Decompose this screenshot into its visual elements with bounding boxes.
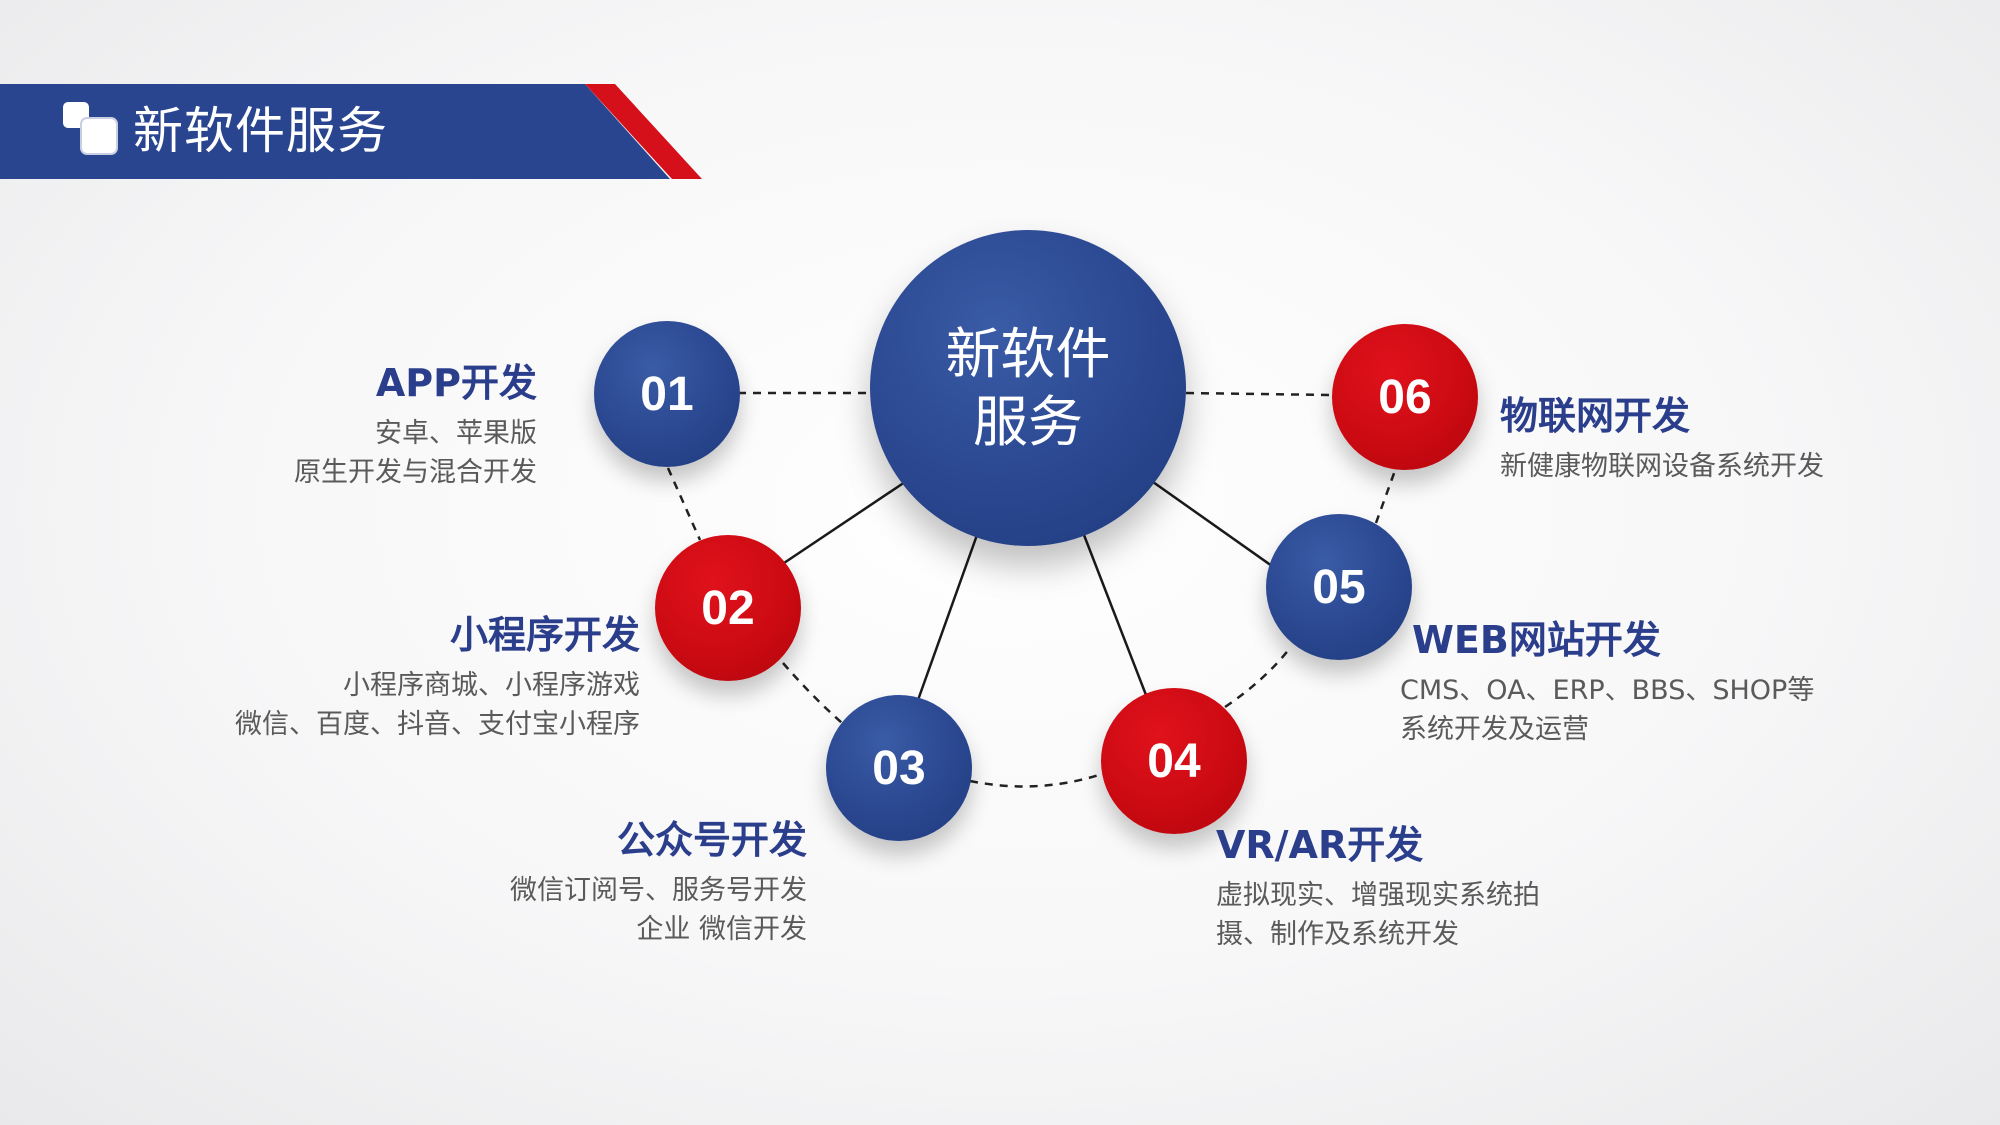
node-circle-04: 04 [1101, 688, 1247, 834]
node-circle-03: 03 [826, 695, 972, 841]
dashed-link-01-02 [666, 467, 702, 541]
node-title-01: APP开发 [375, 361, 537, 405]
solid-link-center-02 [783, 480, 906, 565]
node-desc-03b: 企业 微信开发 [636, 914, 807, 945]
dashed-link-05-06 [1374, 464, 1399, 524]
dashed-link-02-03 [782, 662, 851, 731]
node-number-01: 01 [640, 367, 694, 421]
node-number-04: 04 [1147, 734, 1201, 788]
center-label-line2: 服务 [972, 390, 1083, 454]
node-desc-05a: CMS、OA、ERP、BBS、SHOP等 [1400, 675, 1815, 706]
node-circle-02: 02 [655, 535, 801, 681]
node-number-03: 03 [872, 741, 926, 795]
node-circle-06: 06 [1332, 324, 1478, 470]
dashed-link-03-04 [969, 771, 1106, 788]
node-desc-04a: 虚拟现实、增强现实系统拍 [1216, 880, 1540, 911]
banner-logo-icon [63, 102, 119, 156]
node-number-05: 05 [1312, 560, 1366, 614]
node-desc-02a: 小程序商城、小程序游戏 [343, 670, 640, 701]
node-circle-01: 01 [594, 321, 740, 467]
solid-link-center-05 [1152, 480, 1273, 568]
node-label-04: VR/AR开发 虚拟现实、增强现实系统拍 摄、制作及系统开发 [1216, 822, 1540, 954]
node-number-06: 06 [1378, 370, 1432, 424]
node-number-02: 02 [701, 581, 755, 635]
node-desc-06a: 新健康物联网设备系统开发 [1500, 451, 1824, 482]
node-label-05: WEB网站开发 CMS、OA、ERP、BBS、SHOP等 系统开发及运营 [1400, 617, 1814, 749]
node-desc-02b: 微信、百度、抖音、支付宝小程序 [235, 709, 640, 740]
node-label-01: APP开发 安卓、苹果版 原生开发与混合开发 [294, 360, 537, 492]
node-desc-05b: 系统开发及运营 [1400, 714, 1589, 745]
node-title-05: WEB网站开发 [1412, 618, 1661, 662]
node-desc-03a: 微信订阅号、服务号开发 [510, 875, 807, 906]
header-banner [0, 84, 705, 179]
dashed-link-center-06 [1185, 391, 1333, 397]
center-label-line1: 新软件 [945, 322, 1111, 386]
node-title-02: 小程序开发 [449, 613, 640, 657]
center-circle: 新软件 服务 [870, 230, 1186, 546]
node-desc-01a: 安卓、苹果版 [375, 418, 537, 449]
solid-link-center-03 [916, 534, 979, 701]
node-title-06: 物联网开发 [1500, 394, 1691, 438]
page-title: 新软件服务 [133, 102, 388, 160]
node-circle-05: 05 [1266, 514, 1412, 660]
node-title-03: 公众号开发 [616, 818, 807, 862]
node-label-03: 公众号开发 微信订阅号、服务号开发 企业 微信开发 [510, 817, 807, 949]
node-desc-04b: 摄、制作及系统开发 [1216, 919, 1459, 950]
node-label-06: 物联网开发 新健康物联网设备系统开发 [1500, 393, 1824, 486]
node-title-04: VR/AR开发 [1216, 823, 1424, 867]
node-desc-01b: 原生开发与混合开发 [294, 457, 537, 488]
solid-link-center-04 [1082, 534, 1148, 696]
node-label-02: 小程序开发 小程序商城、小程序游戏 微信、百度、抖音、支付宝小程序 [235, 612, 640, 744]
dashed-link-04-05 [1224, 647, 1291, 709]
